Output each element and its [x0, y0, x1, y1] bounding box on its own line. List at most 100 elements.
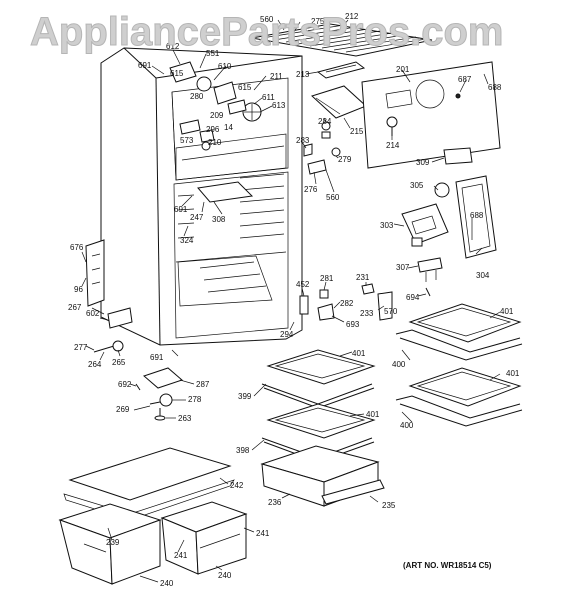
- callout-211: 211: [270, 72, 283, 81]
- callout-688: 688: [488, 83, 502, 92]
- callout-212: 212: [345, 12, 359, 21]
- callout-235: 235: [382, 501, 396, 510]
- callout-307: 307: [396, 263, 410, 272]
- callout-242: 242: [230, 481, 244, 490]
- callout-324: 324: [180, 236, 194, 245]
- callout-213: 213: [296, 70, 310, 79]
- thermostat-214: [386, 116, 398, 136]
- callout-401: 401: [500, 307, 514, 316]
- callout-688-b: 688: [470, 211, 484, 220]
- callout-214: 214: [386, 141, 400, 150]
- callout-264: 264: [88, 360, 102, 369]
- callout-267: 267: [68, 303, 82, 312]
- callout-281: 281: [320, 274, 334, 283]
- leveling-leg-287: [143, 367, 183, 389]
- callout-labels: 560 275 212 612 551 691 615 610 211 213 …: [68, 12, 520, 588]
- roller-assembly-265: [93, 340, 124, 353]
- callout-570: 570: [384, 307, 398, 316]
- shelf-400-lower: [395, 367, 523, 427]
- callout-691-c: 691: [150, 353, 164, 362]
- screw-687: [455, 93, 461, 99]
- callout-231: 231: [356, 273, 370, 282]
- small-fasteners-right: [299, 283, 431, 321]
- shelf-400-upper: [395, 303, 523, 361]
- callout-294: 294: [280, 330, 294, 339]
- callout-239: 239: [106, 538, 120, 547]
- callout-236: 236: [268, 498, 282, 507]
- callout-400: 400: [392, 360, 406, 369]
- callout-280: 280: [190, 92, 204, 101]
- callout-278: 278: [188, 395, 202, 404]
- crisper-tray-215: [311, 85, 367, 119]
- callout-14: 14: [224, 123, 233, 132]
- art-number-label: (ART NO. WR18514 C5): [403, 561, 492, 570]
- callout-284: 284: [318, 117, 332, 126]
- callout-215: 215: [350, 127, 364, 136]
- callout-560-b: 560: [326, 193, 340, 202]
- callout-265: 265: [112, 358, 126, 367]
- callout-551: 551: [206, 49, 220, 58]
- duct-304: [455, 175, 497, 259]
- control-housing-213: [316, 61, 366, 79]
- roller-278: [149, 393, 173, 407]
- damper-parts: [303, 121, 341, 175]
- callout-233: 233: [360, 309, 374, 318]
- leveler-263: [154, 408, 166, 421]
- top-shelf-grille: [251, 23, 433, 57]
- callout-277: 277: [74, 343, 88, 352]
- callout-240-b: 240: [218, 571, 232, 580]
- callout-283: 283: [296, 136, 310, 145]
- callout-305: 305: [410, 181, 424, 190]
- callout-269: 269: [116, 405, 130, 414]
- callout-275: 275: [311, 17, 325, 26]
- callout-303: 303: [380, 221, 394, 230]
- screw-692: [135, 383, 141, 391]
- callout-615: 615: [170, 69, 184, 78]
- callout-241-b: 241: [256, 529, 270, 538]
- back-panel-201: [361, 61, 501, 169]
- callout-296: 296: [206, 125, 220, 134]
- callout-308: 308: [212, 215, 226, 224]
- timer-305: [434, 182, 450, 198]
- callout-210: 210: [208, 138, 222, 147]
- shelf-399: [261, 349, 376, 409]
- callout-247: 247: [190, 213, 204, 222]
- callout-613: 613: [272, 101, 286, 110]
- callout-401-c: 401: [506, 369, 520, 378]
- callout-399: 399: [238, 392, 252, 401]
- callout-201: 201: [396, 65, 410, 74]
- fan-motor-assembly: [169, 61, 262, 151]
- callout-241: 241: [174, 551, 188, 560]
- callout-96: 96: [74, 285, 83, 294]
- callout-240: 240: [160, 579, 174, 588]
- callout-615-b: 615: [238, 83, 252, 92]
- callout-279: 279: [338, 155, 352, 164]
- callout-676: 676: [70, 243, 84, 252]
- callout-691: 691: [138, 61, 152, 70]
- bracket-307: [417, 257, 443, 282]
- callout-611: 611: [262, 93, 275, 102]
- callout-612: 612: [166, 42, 180, 51]
- callout-400-b: 400: [400, 421, 414, 430]
- meat-pan-236: [260, 445, 385, 507]
- callout-398: 398: [236, 446, 250, 455]
- callout-452: 452: [296, 280, 310, 289]
- refrigerator-cabinet: [85, 47, 303, 346]
- callout-610: 610: [218, 62, 232, 71]
- callout-276: 276: [304, 185, 318, 194]
- callout-694: 694: [406, 293, 420, 302]
- leader-lines: [81, 19, 501, 583]
- watermark-text: AppliancePartsPros.com: [30, 10, 504, 55]
- callout-287: 287: [196, 380, 210, 389]
- label-309: [443, 147, 473, 165]
- callout-687: 687: [458, 75, 472, 84]
- callout-573: 573: [180, 136, 194, 145]
- callout-693: 693: [346, 320, 360, 329]
- callout-692: 692: [118, 380, 132, 389]
- crisper-drawer-240-left: [58, 503, 162, 585]
- callout-560: 560: [260, 15, 274, 24]
- callout-309: 309: [416, 158, 430, 167]
- crisper-drawer-240-right: [160, 501, 248, 575]
- callout-304: 304: [476, 271, 490, 280]
